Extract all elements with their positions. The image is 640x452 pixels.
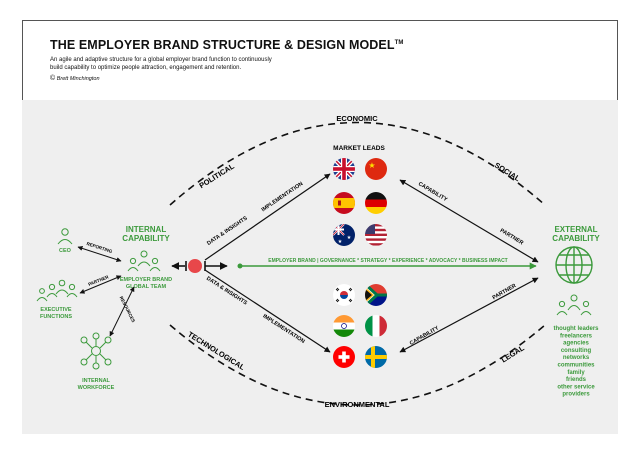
label-capability-bottom: CAPABILITY (409, 325, 441, 347)
ceo-label: CEO (59, 248, 72, 254)
uk-flag-icon (333, 158, 355, 180)
label-partner-top: PARTNER (499, 228, 525, 247)
label-implementation-top: IMPLEMENTATION (261, 181, 305, 213)
page-title: THE EMPLOYER BRAND STRUCTURE & DESIGN MO… (50, 38, 404, 52)
label-legal: LEGAL (500, 343, 527, 364)
copyright-author: Brett Minchington (56, 76, 100, 82)
copyright-icon: © (50, 75, 56, 82)
global-team-icon (127, 250, 161, 272)
impact-line-label: EMPLOYER BRAND | GOVERNANCE * STRATEGY *… (268, 258, 508, 264)
external-capability-line1: EXTERNAL (554, 225, 597, 234)
external-partner-item: communities (557, 363, 595, 369)
svg-text:★: ★ (338, 239, 343, 245)
arrow-implementation-bottom (204, 269, 331, 353)
external-capability-line2: CAPABILITY (552, 234, 600, 243)
south-africa-flag-icon (365, 284, 387, 306)
spain-flag-icon (333, 192, 355, 214)
impact-line-start-dot (237, 263, 243, 269)
label-political: POLITICAL (198, 161, 237, 190)
external-partner-item: thought leaders (553, 326, 599, 332)
external-partner-item: agencies (563, 341, 589, 347)
label-reporting: REPORTING (86, 241, 113, 254)
india-flag-icon (333, 315, 355, 337)
svg-text:★: ★ (368, 161, 375, 170)
subtitle-line-1: An agile and adaptive structure for a gl… (50, 57, 272, 63)
external-partner-item: consulting (561, 348, 592, 354)
hub-red-dot (188, 259, 202, 273)
australia-flag-icon: ★ ★ (333, 224, 355, 246)
arrow-reporting (77, 246, 122, 262)
subtitle-line-2: build capability to optimize people attr… (50, 65, 242, 71)
internal-capability-line1: INTERNAL (126, 225, 167, 234)
ceo-icon (57, 228, 73, 245)
label-environmental: ENVIRONMENTAL (325, 400, 390, 409)
arrow-partner-left (79, 275, 122, 294)
diagram-panel (22, 100, 618, 434)
germany-flag-icon (365, 192, 387, 214)
external-partner-item: freelancers (560, 333, 593, 339)
svg-text:★: ★ (347, 235, 352, 241)
arrow-capability-bottom (399, 277, 539, 353)
lower-dashed-arc (169, 324, 546, 406)
internal-capability-line2: CAPABILITY (122, 234, 170, 243)
executive-functions-icon (36, 279, 78, 302)
executive-functions-line1: EXECUTIVE (40, 307, 72, 313)
globe-icon (555, 246, 593, 284)
internal-workforce-line2: WORKFORCE (78, 385, 115, 391)
usa-flag-icon (365, 224, 387, 246)
label-data-insights-bottom: DATA & INSIGHTS (205, 276, 248, 307)
arrow-capability-top (399, 179, 539, 263)
external-partner-item: networks (563, 355, 590, 361)
employer-brand-team-line1: EMPLOYER BRAND (120, 277, 172, 283)
employer-brand-team-line2: GLOBAL TEAM (126, 284, 167, 290)
label-technological: TECHNOLOGICAL (186, 330, 247, 373)
switzerland-flag-icon (333, 346, 355, 368)
internal-workforce-line1: INTERNAL (82, 378, 110, 384)
external-partner-item: family (567, 370, 585, 376)
label-social: SOCIAL (493, 161, 522, 184)
upper-dashed-arc (169, 121, 546, 206)
label-implementation-bottom: IMPLEMENTATION (261, 313, 305, 345)
copyright: © Brett Minchington (50, 75, 100, 82)
arrow-implementation-top (204, 173, 331, 261)
label-data-insights-top: DATA & INSIGHTS (206, 215, 249, 247)
trademark: TM (394, 39, 404, 46)
china-flag-icon: ★ (365, 158, 387, 180)
south-korea-flag-icon (333, 284, 355, 306)
italy-flag-icon (365, 315, 387, 337)
arrow-resources (109, 286, 135, 337)
external-partner-item: friends (566, 377, 587, 383)
executive-functions-line2: FUNCTIONS (40, 314, 72, 320)
label-partner-bottom: PARTNER (492, 283, 518, 301)
internal-workforce-icon (80, 332, 112, 370)
market-leads-label: MARKET LEADS (333, 145, 385, 152)
external-people-icon (556, 294, 592, 316)
label-economic: ECONOMIC (336, 114, 378, 123)
sweden-flag-icon (365, 346, 387, 368)
external-partner-item: other service (557, 384, 595, 390)
external-partner-item: providers (562, 392, 590, 398)
